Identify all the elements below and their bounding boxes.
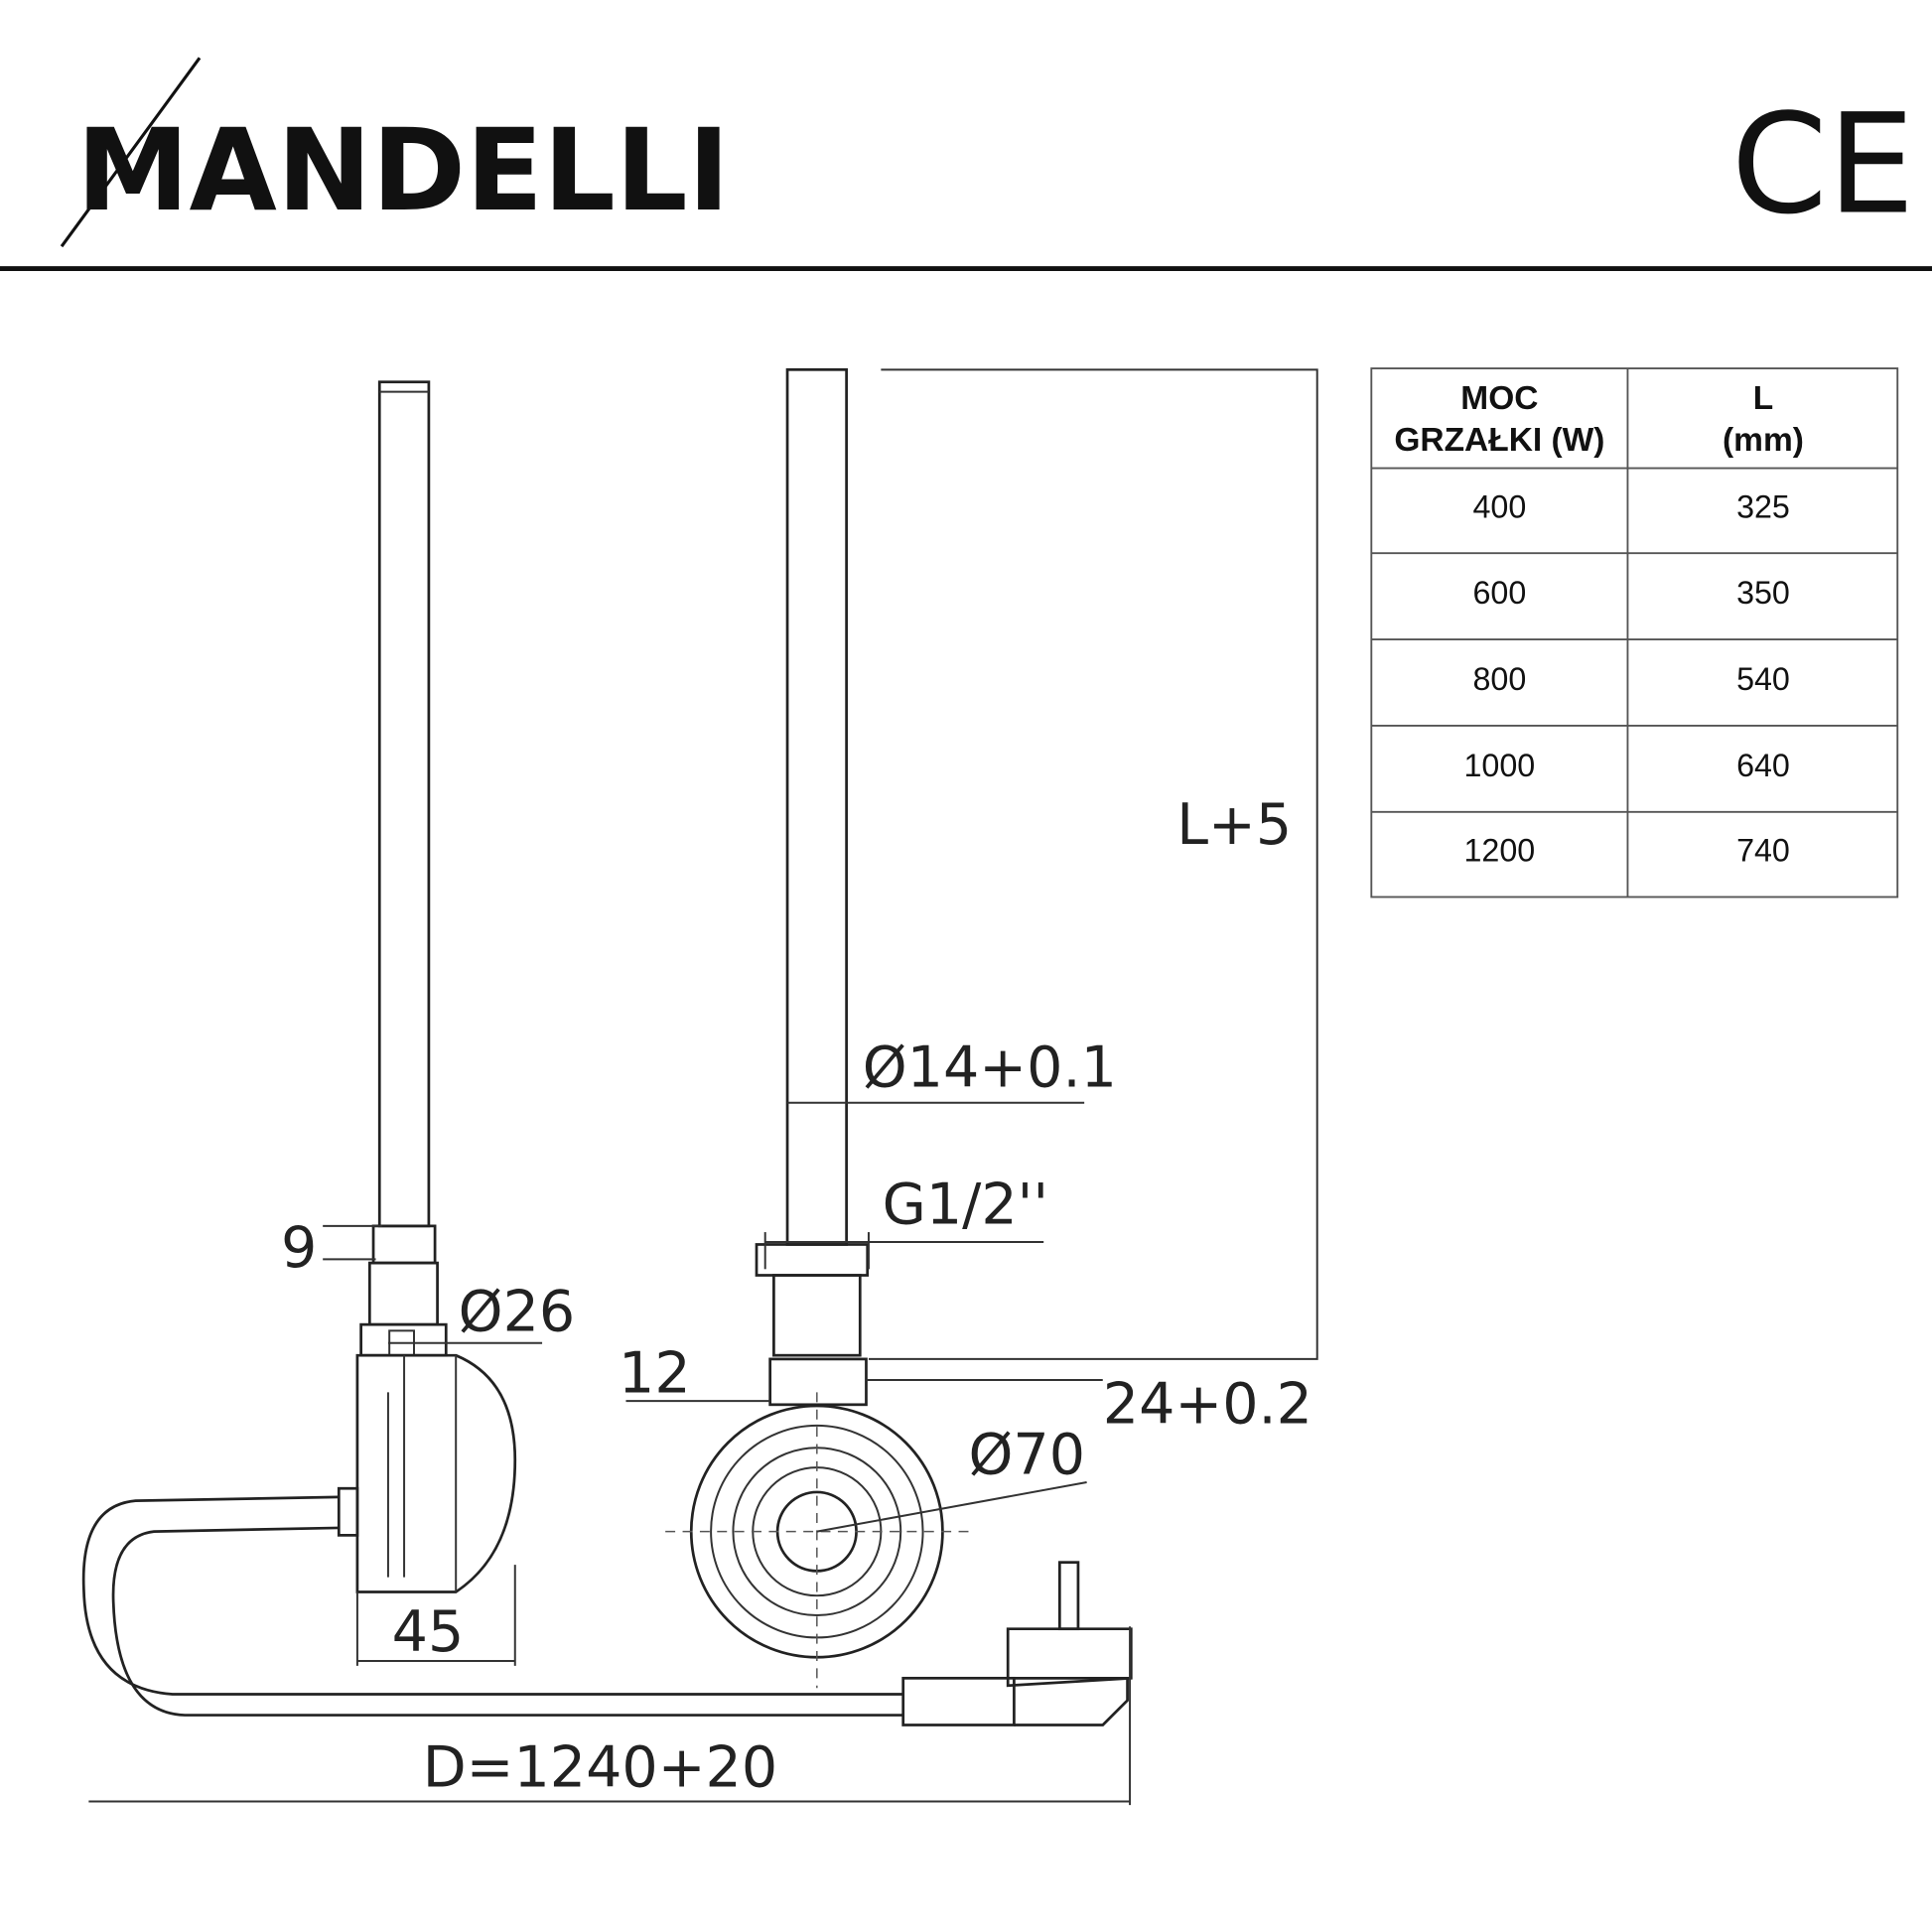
- table-header-length-1: L: [1753, 380, 1773, 417]
- dim-twelve: 12: [619, 1340, 691, 1406]
- dim-rod-diameter: Ø14+0.1: [863, 1035, 1117, 1101]
- dim-cable-length: D=1240+20: [423, 1735, 778, 1801]
- dim-width: 45: [392, 1599, 465, 1665]
- dim-length: L+5: [1176, 792, 1292, 858]
- table-cell: 325: [1736, 488, 1790, 524]
- table-cell: 1000: [1464, 748, 1536, 783]
- table-cell: 800: [1472, 661, 1526, 697]
- table-cell: 400: [1472, 488, 1526, 524]
- power-length-table: MOC GRZAŁKI (W) L (mm) 400 325 600 350 8…: [1370, 367, 1899, 898]
- table-cell: 640: [1736, 748, 1790, 783]
- dim-knob-diameter: Ø70: [968, 1422, 1085, 1487]
- power-plug: [901, 1561, 1133, 1726]
- dim-thread: G1/2'': [883, 1172, 1048, 1237]
- table-header-power-2: GRZAŁKI (W): [1394, 422, 1604, 459]
- heater-side-view: [81, 380, 903, 1717]
- table-cell: 1200: [1464, 833, 1536, 869]
- dim-nine: 9: [281, 1215, 317, 1281]
- ce-mark: CE: [1731, 83, 1915, 244]
- mandelli-logo: MANDELLI: [60, 57, 730, 248]
- table-cell: 350: [1736, 575, 1790, 611]
- table-cell: 600: [1472, 575, 1526, 611]
- dim-body-diameter: Ø26: [459, 1279, 576, 1344]
- table-header-power-1: MOC: [1460, 380, 1538, 417]
- svg-text:MANDELLI: MANDELLI: [76, 104, 730, 236]
- dim-wrench: 24+0.2: [1103, 1371, 1312, 1437]
- table-header-length-2: (mm): [1723, 422, 1804, 459]
- table-cell: 540: [1736, 661, 1790, 697]
- table-cell: 740: [1736, 833, 1790, 869]
- dimension-lines: [88, 368, 1318, 1806]
- heater-front-view: [665, 367, 974, 1689]
